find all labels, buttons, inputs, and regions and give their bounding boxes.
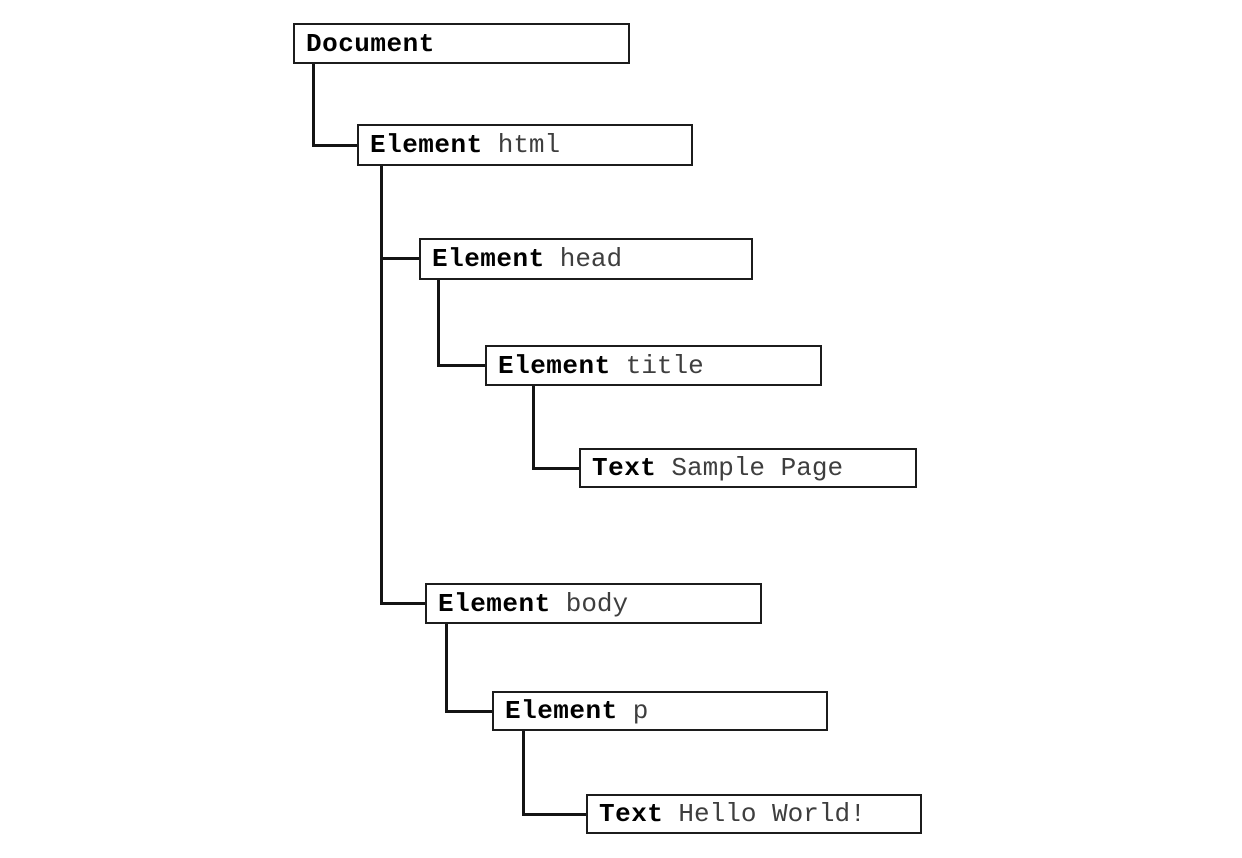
connector-head-title: [437, 280, 485, 367]
connector-body-p: [445, 624, 492, 713]
node-value-label: p: [632, 696, 649, 726]
connector-document-html: [312, 64, 357, 147]
connector-title-text: [532, 386, 579, 470]
node-type-label: Text: [599, 799, 664, 829]
tree-node-text-hello-world: Text Hello World!: [586, 794, 922, 834]
connector-html-body: [380, 166, 425, 605]
tree-node-element-html: Element html: [357, 124, 693, 166]
node-value-label: title: [625, 350, 704, 381]
node-type-label: Text: [592, 453, 657, 483]
connector-html-head: [380, 257, 419, 260]
node-type-label: Element: [505, 696, 618, 726]
tree-node-document: Document: [293, 23, 630, 64]
node-type-label: Element: [498, 350, 611, 381]
node-type-label: Element: [438, 588, 551, 619]
node-value-label: Hello World!: [678, 799, 866, 829]
node-value-label: html: [497, 130, 561, 160]
node-type-label: Element: [432, 244, 545, 274]
tree-node-element-title: Element title: [485, 345, 822, 386]
tree-node-element-p: Element p: [492, 691, 828, 731]
tree-node-element-head: Element head: [419, 238, 753, 280]
node-value-label: body: [565, 588, 629, 619]
tree-node-text-sample-page: Text Sample Page: [579, 448, 917, 488]
node-type-label: Document: [306, 28, 435, 59]
node-value-label: Sample Page: [671, 453, 844, 483]
tree-node-element-body: Element body: [425, 583, 762, 624]
node-type-label: Element: [370, 130, 483, 160]
node-value-label: head: [559, 244, 623, 274]
connector-p-text: [522, 731, 586, 816]
